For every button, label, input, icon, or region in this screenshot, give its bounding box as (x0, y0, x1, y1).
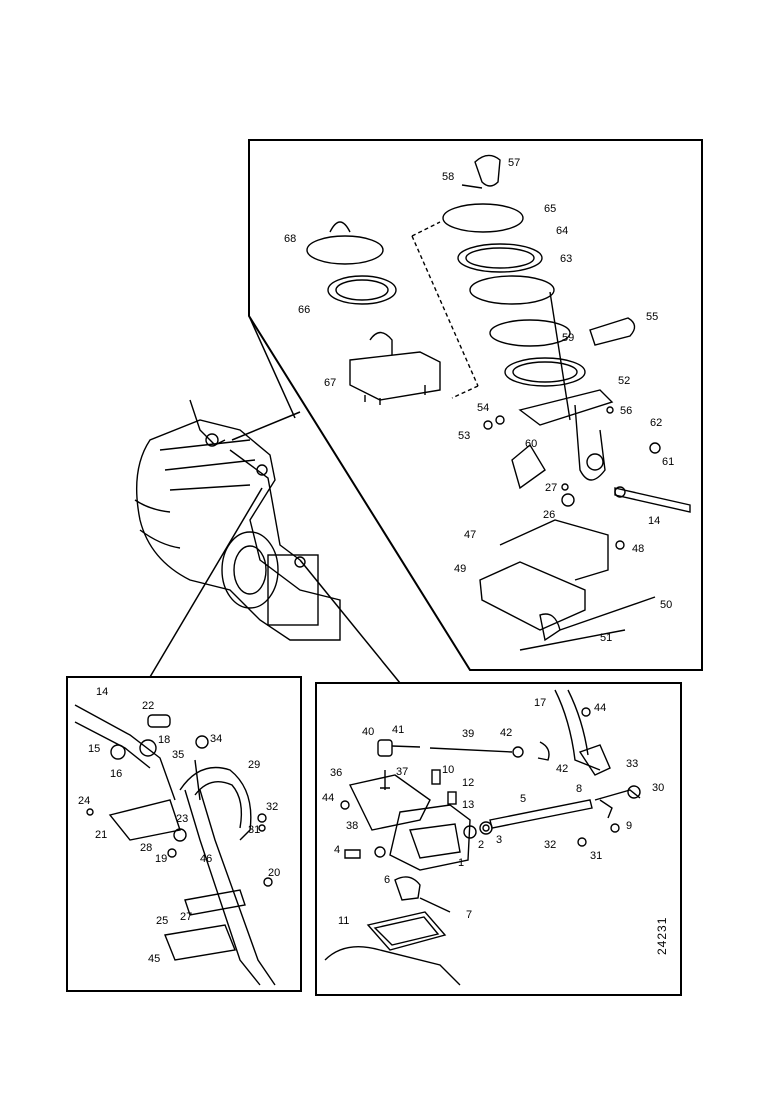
label-53: 53 (458, 430, 470, 442)
label-55: 55 (646, 311, 658, 323)
label-27: 27 (545, 482, 557, 494)
label-12: 12 (462, 777, 474, 789)
label-19: 19 (155, 853, 167, 865)
label-27-left: 27 (180, 911, 192, 923)
label-33: 33 (626, 758, 638, 770)
label-32-left: 32 (266, 801, 278, 813)
label-57: 57 (508, 157, 520, 169)
label-11: 11 (338, 915, 349, 927)
label-44-top: 44 (594, 702, 606, 714)
label-64: 64 (556, 225, 568, 237)
label-31-left: 31 (248, 824, 260, 836)
reference-number: 24231 (655, 917, 669, 955)
label-23: 23 (176, 813, 188, 825)
label-28: 28 (140, 842, 152, 854)
engine-overview-sketch (134, 399, 341, 641)
label-1: 1 (458, 857, 464, 869)
label-66: 66 (298, 304, 310, 316)
label-9: 9 (626, 820, 632, 832)
label-65: 65 (544, 203, 556, 215)
label-25: 25 (156, 915, 168, 927)
label-60: 60 (525, 438, 537, 450)
label-41: 41 (392, 724, 404, 736)
label-3: 3 (496, 834, 502, 846)
label-35: 35 (172, 749, 184, 761)
label-56: 56 (620, 405, 632, 417)
label-63: 63 (560, 253, 572, 265)
label-7: 7 (466, 909, 472, 921)
label-30: 30 (652, 782, 664, 794)
label-47: 47 (464, 529, 476, 541)
left-panel-labels: 14 22 15 18 16 34 35 29 24 23 32 21 31 2… (78, 686, 280, 965)
callout-lines (149, 315, 401, 684)
label-36: 36 (330, 767, 342, 779)
label-51: 51 (600, 632, 612, 644)
label-37: 37 (396, 766, 408, 778)
top-panel-labels: 57 58 65 64 63 68 66 67 55 59 52 54 56 5… (284, 157, 674, 644)
label-32-right: 32 (544, 839, 556, 851)
label-5: 5 (520, 793, 526, 805)
label-17: 17 (534, 697, 546, 709)
top-panel-parts (306, 154, 691, 651)
left-panel-parts (74, 704, 276, 986)
label-54: 54 (477, 402, 489, 414)
label-49: 49 (454, 563, 466, 575)
label-58: 58 (442, 171, 454, 183)
label-48: 48 (632, 543, 644, 555)
right-panel-parts (324, 689, 641, 986)
label-42-a: 42 (500, 727, 512, 739)
label-34: 34 (210, 733, 222, 745)
label-59: 59 (562, 332, 574, 344)
right-panel-labels: 17 44 40 41 39 42 42 33 30 36 37 10 12 1… (322, 697, 664, 927)
label-31-right: 31 (590, 850, 602, 862)
label-15: 15 (88, 743, 100, 755)
label-61: 61 (662, 456, 674, 468)
label-26: 26 (543, 509, 555, 521)
label-8: 8 (576, 783, 582, 795)
right-panel-frame (315, 682, 682, 996)
label-18: 18 (158, 734, 170, 746)
label-38: 38 (346, 820, 358, 832)
label-22: 22 (142, 700, 154, 712)
label-62: 62 (650, 417, 662, 429)
label-14-top: 14 (648, 515, 660, 527)
label-39: 39 (462, 728, 474, 740)
label-45: 45 (148, 953, 160, 965)
label-20: 20 (268, 867, 280, 879)
label-50: 50 (660, 599, 672, 611)
left-panel-frame (66, 676, 302, 992)
label-14-left: 14 (96, 686, 108, 698)
label-2: 2 (478, 839, 484, 851)
label-67: 67 (324, 377, 336, 389)
label-44-bottom: 44 (322, 792, 334, 804)
label-68: 68 (284, 233, 296, 245)
label-13: 13 (462, 799, 474, 811)
label-46: 46 (200, 853, 212, 865)
label-6: 6 (384, 874, 390, 886)
label-52: 52 (618, 375, 630, 387)
top-panel-frame (248, 139, 703, 671)
label-42-b: 42 (556, 763, 568, 775)
label-24: 24 (78, 795, 90, 807)
label-16: 16 (110, 768, 122, 780)
label-29: 29 (248, 759, 260, 771)
label-4: 4 (334, 844, 340, 856)
label-21: 21 (95, 829, 107, 841)
label-40: 40 (362, 726, 374, 738)
label-10: 10 (442, 764, 454, 776)
